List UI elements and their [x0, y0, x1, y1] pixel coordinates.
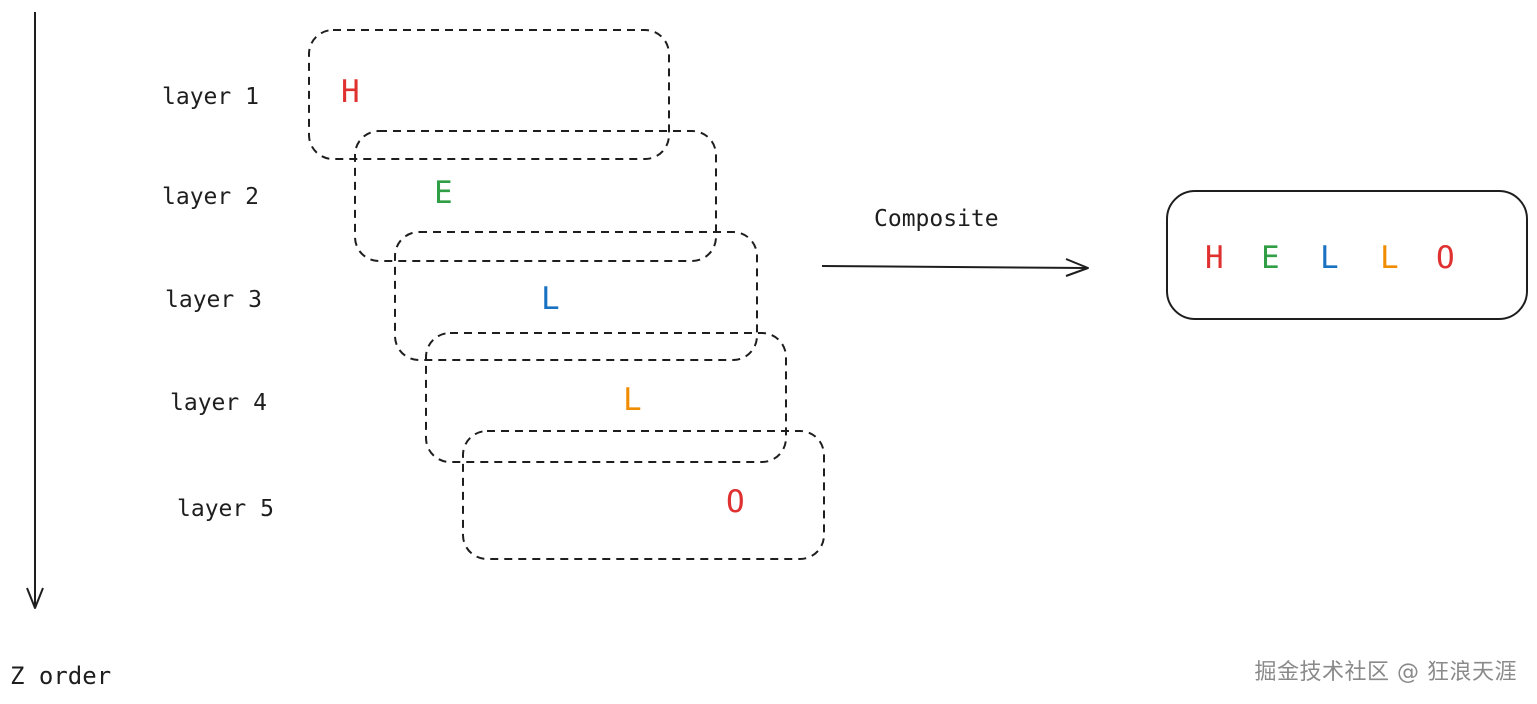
- layer-4-letter: L: [623, 382, 642, 418]
- layer-letters: H E L L O: [341, 74, 745, 520]
- composite-arrowhead-icon: [1065, 258, 1089, 277]
- layer-4-box: [425, 332, 787, 463]
- layer-2-letter: E: [434, 175, 453, 211]
- layer-5-label: layer 5: [177, 496, 274, 522]
- layer-3-letter: L: [541, 281, 560, 317]
- layer-5-box: [462, 430, 825, 560]
- result-letter-l1: L: [1320, 240, 1339, 276]
- result-letter-h: H: [1205, 240, 1224, 276]
- layer-5-letter: O: [726, 484, 745, 520]
- z-order-label: Z order: [10, 662, 111, 690]
- layer-1-box: [308, 29, 670, 160]
- result-box: [1166, 190, 1528, 320]
- layer-labels: layer 1 layer 2 layer 3 layer 4 layer 5: [162, 84, 274, 522]
- z-order-arrowhead-icon: [26, 587, 44, 609]
- layer-2-box: [354, 130, 717, 262]
- result-letter-e: E: [1261, 240, 1280, 276]
- composite-label: Composite: [874, 206, 999, 232]
- result-letter-o: O: [1436, 240, 1455, 276]
- layer-3-label: layer 3: [165, 287, 262, 313]
- composite-arrow-line: [821, 265, 1087, 269]
- result-letter-l2: L: [1380, 240, 1399, 276]
- z-order-axis: Z order: [10, 12, 111, 690]
- composite-result: H E L L O: [1166, 190, 1528, 320]
- layer-boxes: [308, 29, 825, 560]
- layer-2-label: layer 2: [162, 184, 259, 210]
- composite-arrow: Composite: [821, 206, 1089, 277]
- layer-4-label: layer 4: [170, 390, 267, 416]
- layer-3-box: [394, 231, 758, 361]
- layer-1-label: layer 1: [162, 84, 259, 110]
- layer-1-letter: H: [341, 74, 360, 110]
- watermark: 掘金技术社区 @ 狂浪天涯: [1254, 660, 1517, 685]
